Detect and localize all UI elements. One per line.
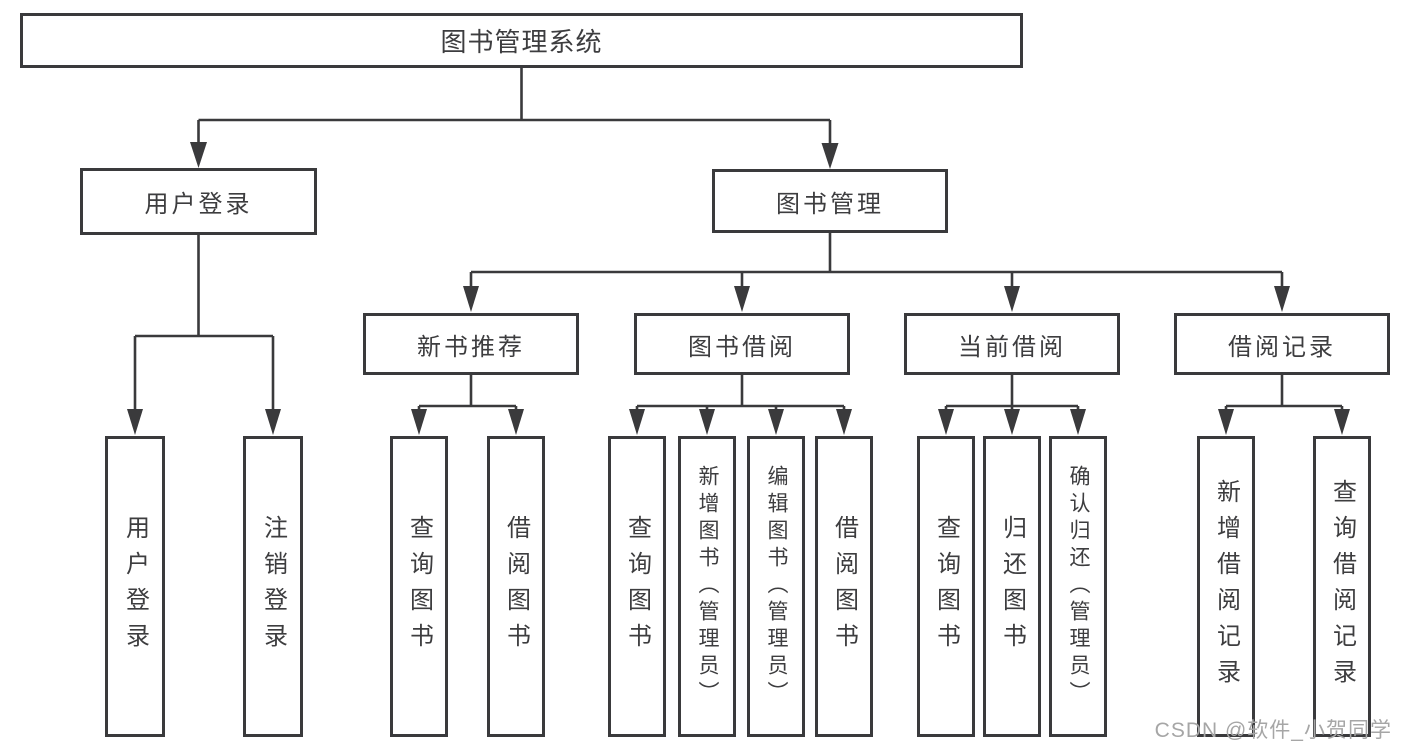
- node-root-system: 图书管理系统: [20, 13, 1023, 68]
- leaf-edit-books-admin: 编辑图书（管理员）: [747, 436, 805, 737]
- leaf-query-borrow-record: 查询借阅记录: [1313, 436, 1371, 737]
- node-user-login: 用户登录: [80, 168, 317, 235]
- leaf-borrow-books: 借阅图书: [815, 436, 873, 737]
- leaf-user-login: 用户登录: [105, 436, 165, 737]
- node-book-management: 图书管理: [712, 169, 948, 233]
- leaf-query-books-current: 查询图书: [917, 436, 975, 737]
- node-borrowing-records: 借阅记录: [1174, 313, 1390, 375]
- leaf-return-books: 归还图书: [983, 436, 1041, 737]
- leaf-add-books-admin: 新增图书（管理员）: [678, 436, 736, 737]
- csdn-watermark: CSDN @软件_小贺同学: [1154, 719, 1392, 742]
- leaf-query-books-borrowing: 查询图书: [608, 436, 666, 737]
- leaf-query-books-recommend: 查询图书: [390, 436, 448, 737]
- leaf-add-borrow-record: 新增借阅记录: [1197, 436, 1255, 737]
- node-book-borrowing: 图书借阅: [634, 313, 850, 375]
- leaf-logout: 注销登录: [243, 436, 303, 737]
- node-new-book-recommend: 新书推荐: [363, 313, 579, 375]
- leaf-borrow-books-recommend: 借阅图书: [487, 436, 545, 737]
- leaf-confirm-return-admin: 确认归还（管理员）: [1049, 436, 1107, 737]
- node-current-borrowing: 当前借阅: [904, 313, 1120, 375]
